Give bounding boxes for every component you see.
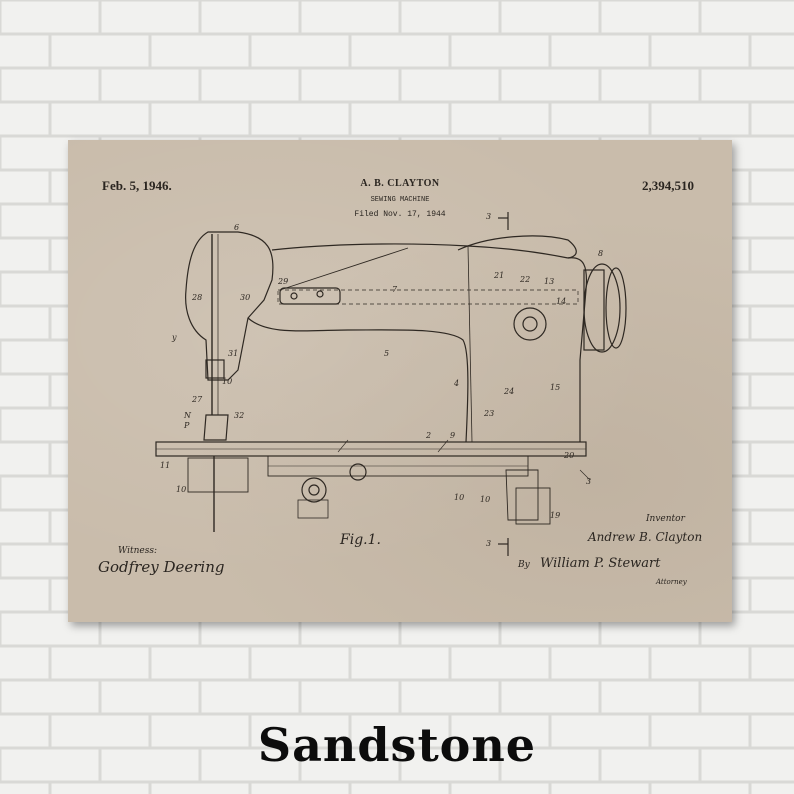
attorney-signature: William P. Stewart xyxy=(540,556,661,571)
inventor-signature: Andrew B. Clayton xyxy=(588,530,703,544)
svg-text:21: 21 xyxy=(493,271,504,280)
by-label: By xyxy=(518,560,530,570)
svg-text:10: 10 xyxy=(454,493,464,502)
svg-text:N: N xyxy=(183,411,192,420)
attorney-label: Attorney xyxy=(656,578,687,586)
svg-text:23: 23 xyxy=(483,409,494,418)
svg-text:5: 5 xyxy=(384,349,389,358)
svg-text:2: 2 xyxy=(425,431,431,440)
figure-label: Fig.1. xyxy=(340,532,381,548)
svg-text:4: 4 xyxy=(453,379,459,388)
patent-poster: Feb. 5, 1946. A. B. CLAYTON SEWING MACHI… xyxy=(68,140,732,622)
witness-signature: Godfrey Deering xyxy=(98,558,225,576)
svg-text:11: 11 xyxy=(160,461,170,470)
witness-label: Witness: xyxy=(118,546,157,556)
svg-text:3: 3 xyxy=(486,212,491,221)
svg-text:19: 19 xyxy=(550,511,560,520)
patent-date: Feb. 5, 1946. xyxy=(102,178,172,193)
svg-text:14: 14 xyxy=(556,297,566,306)
svg-text:32: 32 xyxy=(234,411,244,420)
patent-title: SEWING MACHINE xyxy=(370,196,430,204)
inventor-label: Inventor xyxy=(646,514,685,524)
svg-text:28: 28 xyxy=(191,293,202,302)
svg-text:10: 10 xyxy=(176,485,186,494)
svg-text:9: 9 xyxy=(450,431,455,440)
svg-text:3: 3 xyxy=(486,539,491,548)
svg-text:y: y xyxy=(171,333,177,342)
patent-number: 2,394,510 xyxy=(642,178,694,193)
svg-text:10: 10 xyxy=(480,495,490,504)
svg-text:29: 29 xyxy=(277,277,288,286)
svg-text:10: 10 xyxy=(222,377,232,386)
patent-filed-date: Filed Nov. 17, 1944 xyxy=(354,210,446,219)
svg-text:8: 8 xyxy=(598,249,603,258)
svg-text:7: 7 xyxy=(392,285,398,294)
svg-text:6: 6 xyxy=(234,223,239,232)
svg-text:3: 3 xyxy=(586,477,591,486)
svg-text:24: 24 xyxy=(503,387,514,396)
patent-inventor-name: A. B. CLAYTON xyxy=(360,178,440,189)
product-caption: Sandstone xyxy=(257,718,537,772)
svg-text:15: 15 xyxy=(550,383,560,392)
svg-text:20: 20 xyxy=(563,451,574,460)
svg-text:13: 13 xyxy=(544,277,554,286)
svg-text:30: 30 xyxy=(240,293,250,302)
svg-text:P: P xyxy=(183,421,190,430)
svg-text:31: 31 xyxy=(228,349,238,358)
svg-text:22: 22 xyxy=(519,275,530,284)
svg-text:27: 27 xyxy=(191,395,203,404)
